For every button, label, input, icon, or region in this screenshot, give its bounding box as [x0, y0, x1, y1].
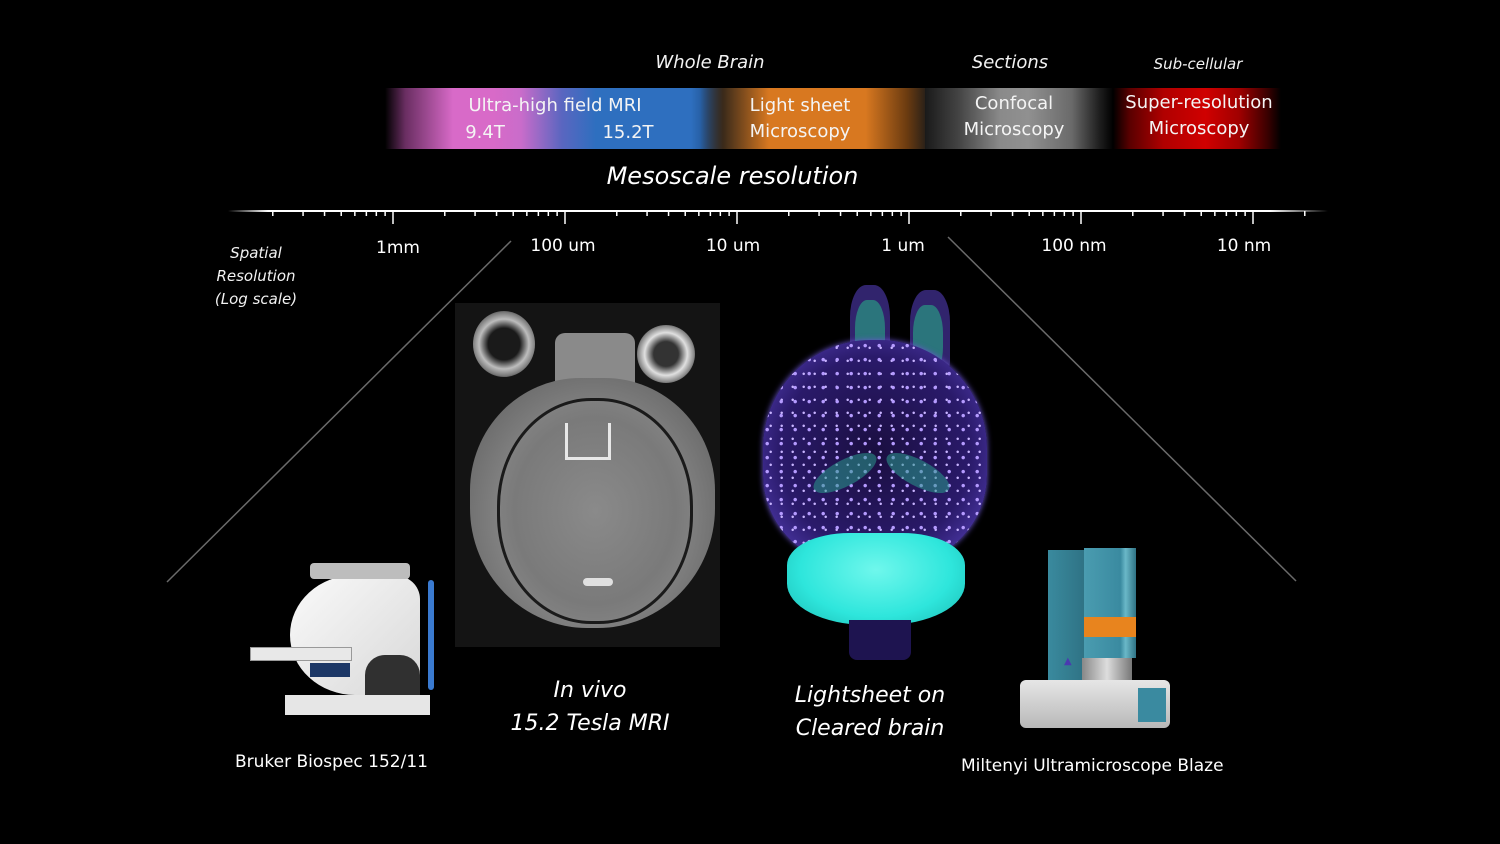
caption-mri: In vivo 15.2 Tesla MRI [490, 674, 690, 740]
scanner-bed-support [310, 663, 350, 677]
axis-title-line1: Spatial [230, 244, 282, 262]
mri-eye-right [637, 325, 695, 383]
band-lightsheet-line1: Light sheet [749, 95, 851, 116]
band-confocal [925, 88, 1113, 149]
tick-1mm: 1mm [376, 238, 420, 258]
zoom-connector-right [947, 236, 1297, 582]
band-confocal-line1: Confocal [974, 93, 1054, 114]
category-sections: Sections [971, 52, 1049, 73]
scanner-cable [428, 580, 434, 690]
ls-brainstem [849, 620, 911, 660]
mri-ventricle [565, 423, 611, 460]
ls-cortex [763, 340, 987, 565]
scanner-arch [365, 655, 420, 700]
miltenyi-microscope-image: ▲ [1020, 548, 1180, 738]
tick-10um: 10 um [705, 236, 761, 256]
microscope-tower-right [1084, 548, 1136, 658]
microscope-logo-icon: ▲ [1064, 656, 1086, 667]
band-lightsheet [700, 88, 930, 149]
label-miltenyi: Miltenyi Ultramicroscope Blaze [961, 756, 1224, 776]
band-mri-15-2t: 15.2T [602, 122, 654, 143]
band-superres [1113, 88, 1281, 149]
scanner-top [310, 563, 410, 579]
microscope-panel [1138, 688, 1166, 722]
axis-title: Spatial Resolution (Log scale) [196, 242, 316, 311]
mri-brain [497, 398, 693, 624]
mri-fourth-ventricle [583, 578, 613, 586]
bruker-scanner-image [250, 555, 440, 720]
scanner-base [285, 695, 430, 715]
band-mri-9-4t: 9.4T [465, 122, 505, 143]
band-superres-line2: Microscopy [1148, 118, 1250, 139]
mesoscale-label: Mesoscale resolution [606, 162, 859, 190]
category-sub-cellular: Sub-cellular [1153, 55, 1243, 73]
axis-title-line2: Resolution [216, 267, 296, 285]
mri-eye-left [473, 311, 535, 377]
tick-1um: 1 um [881, 236, 925, 256]
ls-cerebellum [787, 533, 965, 625]
band-confocal-line2: Microscopy [963, 119, 1065, 140]
band-mri [385, 88, 725, 149]
tick-100nm: 100 nm [1041, 236, 1107, 256]
caption-mri-line1: In vivo [553, 678, 627, 703]
band-mri-label: Ultra-high field MRI [468, 95, 642, 116]
band-lightsheet-line2: Microscopy [749, 121, 851, 142]
zoom-connector-left [166, 240, 512, 583]
axis-title-line3: (Log scale) [214, 290, 298, 308]
caption-lightsheet-line2: Cleared brain [795, 716, 945, 741]
label-bruker: Bruker Biospec 152/11 [235, 752, 428, 772]
band-superres-line1: Super-resolution [1125, 92, 1273, 113]
caption-lightsheet-line1: Lightsheet on [794, 683, 946, 708]
scanner-bed [250, 647, 352, 661]
band-superres-label: Super-resolution Microscopy [1113, 90, 1285, 142]
lightsheet-brain-image [755, 285, 995, 665]
microscope-orange-stripe [1084, 617, 1136, 637]
tick-10nm: 10 nm [1216, 236, 1272, 256]
category-whole-brain: Whole Brain [655, 52, 765, 73]
mri-brain-image [455, 303, 720, 647]
tick-100um: 100 um [530, 236, 596, 256]
caption-mri-line2: 15.2 Tesla MRI [510, 711, 670, 736]
band-confocal-label: Confocal Microscopy [945, 91, 1083, 143]
microscope-tower-left [1048, 550, 1084, 680]
band-lightsheet-label: Light sheet Microscopy [735, 93, 865, 145]
caption-lightsheet: Lightsheet on Cleared brain [770, 679, 970, 745]
